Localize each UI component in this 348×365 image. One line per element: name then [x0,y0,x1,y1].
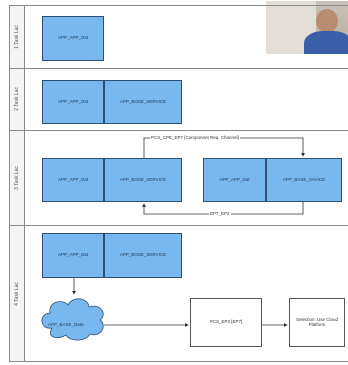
edge-bottom-label: EP7_EP2 [209,211,231,216]
lane3-right-service-node-label: APP_BASE_SAVICE [282,176,326,182]
lane1-app-node[interactable]: APP_APP_Dat [42,16,104,61]
webcam-person-head [316,9,338,33]
lane4-service-node-label: APP_BOSE_SERVICE [119,252,167,258]
cloud-shape-icon [41,298,104,341]
lane-divider-2 [9,130,348,131]
lanes-frame [25,5,348,362]
lane3-left-app-node[interactable]: APP_APP_Dat [42,158,104,202]
webcam-overlay [266,1,348,54]
lane-divider-1 [9,68,348,69]
edge-top-label: PCS_CPE_EP7 [Component Req. Channel] [150,135,240,140]
lane2-app-node-label: APP_APP_Dat [57,98,89,104]
lane2-service-node-label: APP_BOSE_SERVICE [119,98,167,104]
lane3-right-service-node[interactable]: APP_BASE_SAVICE [266,158,342,202]
lane4-cloud-node-label[interactable]: APP_BASE_Data [48,322,84,327]
lane3-left-app-node-label: APP_APP_Dat [57,176,89,182]
lane4-external-node-label: Selection: Use Cloud Platform [295,316,339,327]
lane-label-column [9,5,25,362]
lane4-app-node-label: APP_APP_Dat [57,252,89,258]
lane-divider-3 [9,225,348,226]
lane2-service-node[interactable]: APP_BOSE_SERVICE [104,80,182,124]
webcam-person-shoulders [304,31,348,54]
lane2-app-node[interactable]: APP_APP_Dat [42,80,104,124]
edge-top-connector [143,137,305,160]
lane4-external-node[interactable]: Selection: Use Cloud Platform [289,298,345,347]
lane3-left-service-node-label: APP_BOSE_SERVICE [119,176,167,182]
lane3-right-app-node[interactable]: APP_APP_Dat [203,158,266,202]
lane3-right-app-node-label: APP_APP_Dat [219,176,250,182]
lane4-service-node[interactable]: APP_BOSE_SERVICE [104,233,182,278]
lane4-process-node[interactable]: PCS_EP2 [EP7] [190,298,262,347]
lane3-left-service-node[interactable]: APP_BOSE_SERVICE [104,158,182,202]
lane1-app-node-label: APP_APP_Dat [57,35,89,41]
lane4-process-node-label: PCS_EP2 [EP7] [209,319,243,325]
lane4-app-node[interactable]: APP_APP_Dat [42,233,104,278]
